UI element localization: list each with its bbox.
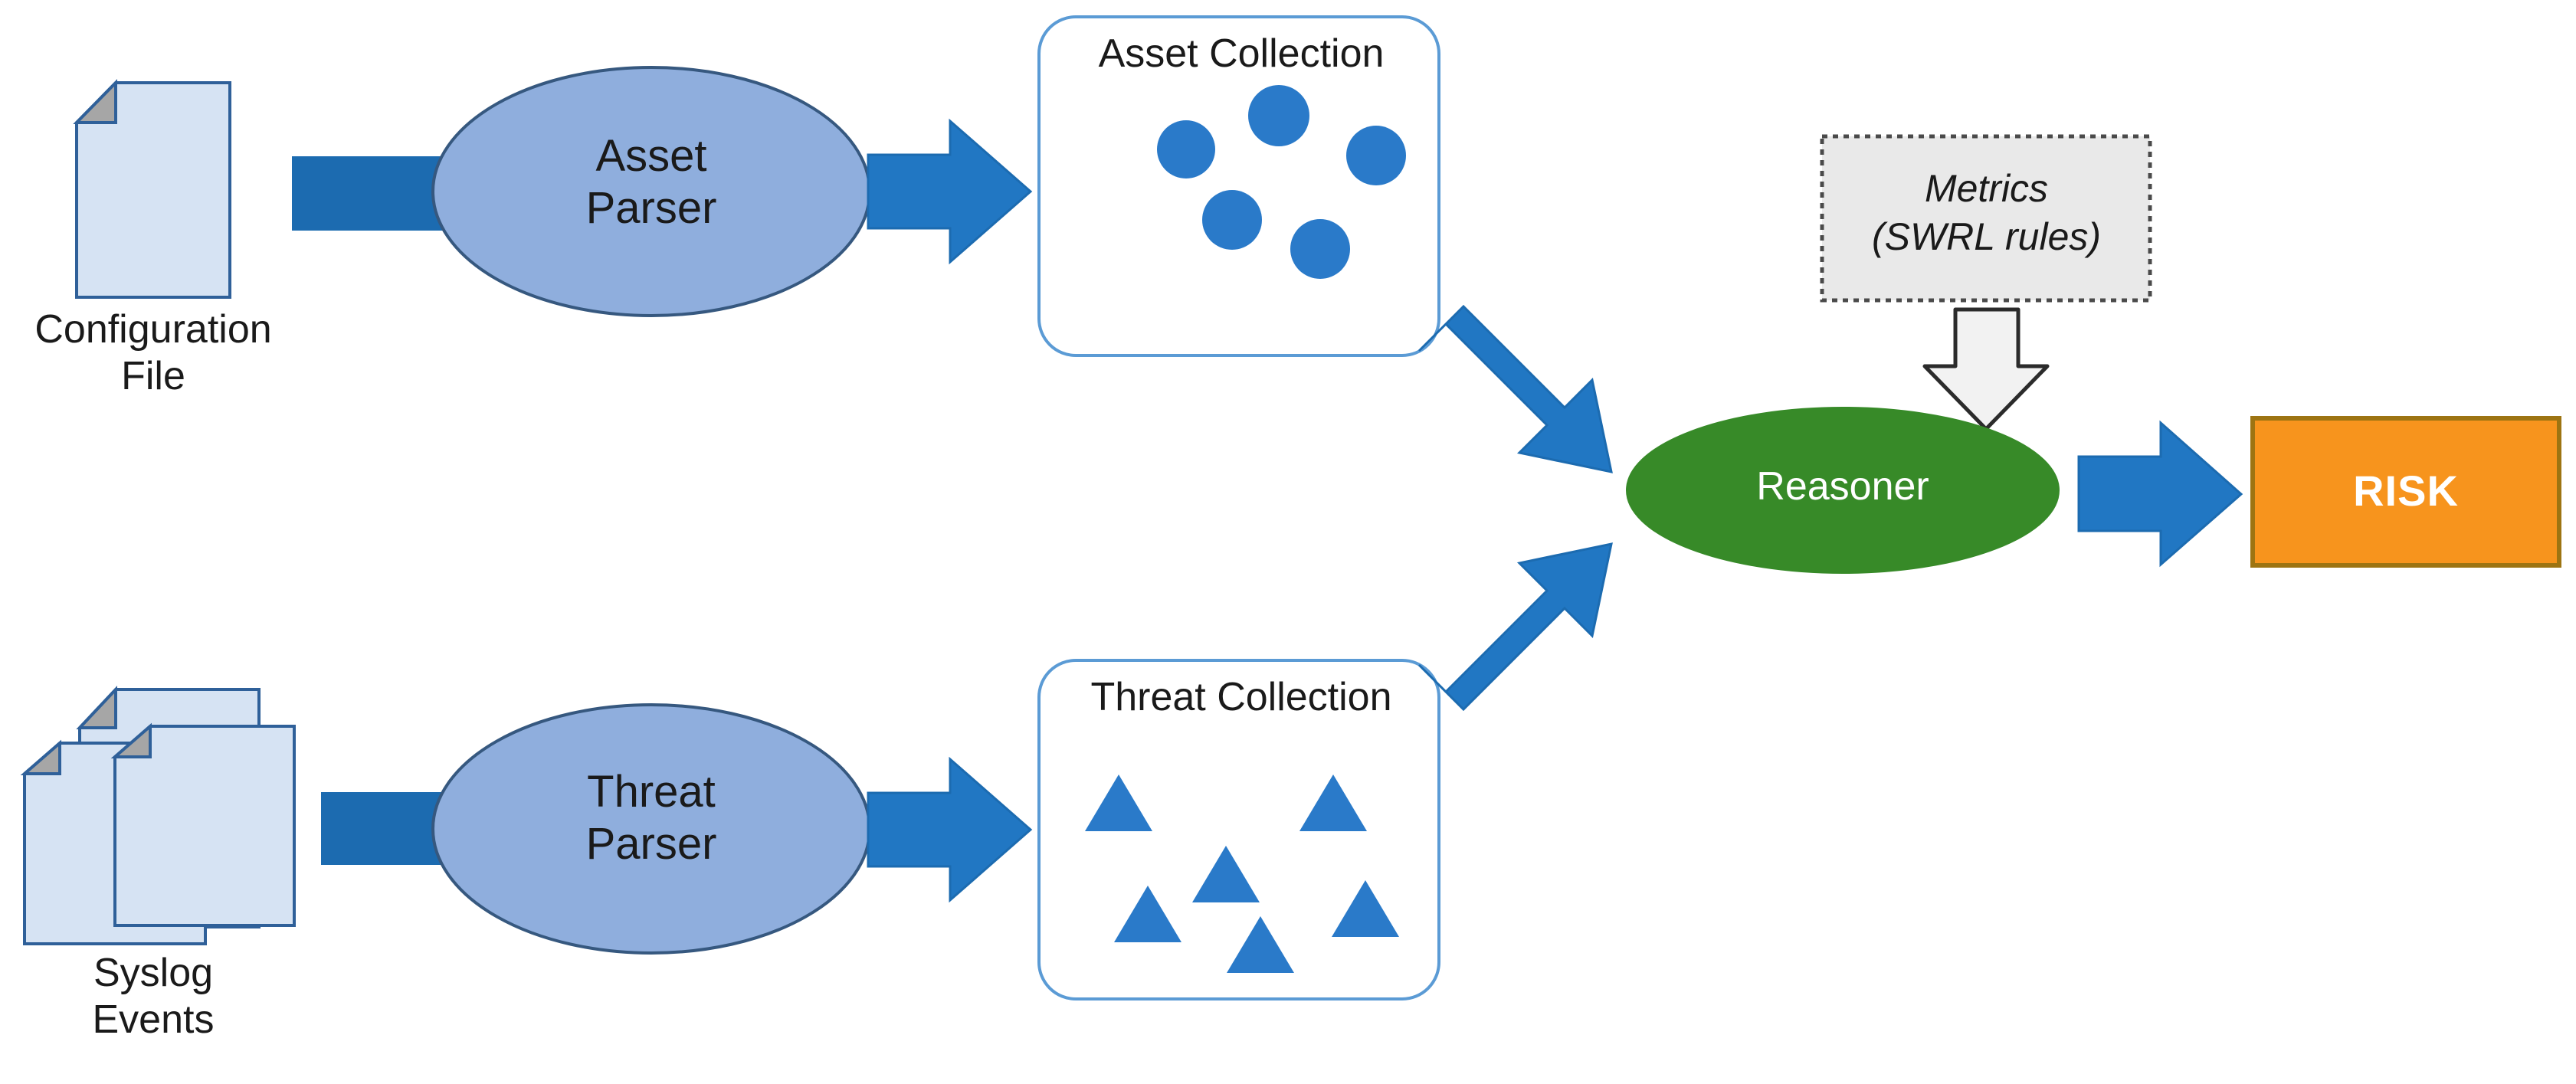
threat-triangle: [1332, 880, 1399, 937]
threat-parser-label: Threat Parser: [585, 767, 717, 869]
asset-collection-label: Asset Collection: [1098, 31, 1385, 76]
arrow-right-icon: [867, 118, 1033, 265]
threat-triangle: [1227, 916, 1294, 973]
arrow-right-icon: [321, 792, 445, 865]
configuration-file-label: Configuration File: [34, 307, 272, 399]
arrow-right-icon: [867, 756, 1033, 903]
threat-triangle: [1114, 886, 1181, 942]
asset-items: [1157, 85, 1406, 279]
arrow-up-right-icon: [1417, 542, 1613, 712]
threat-triangle: [1192, 846, 1260, 902]
threat-collection-label: Threat Collection: [1090, 675, 1392, 719]
risk-label: RISK: [2353, 467, 2459, 515]
asset-circle: [1157, 120, 1215, 178]
threat-items: [1085, 775, 1399, 973]
arrow-right-icon: [292, 156, 445, 231]
document-icon: [73, 79, 231, 299]
asset-parser-label: Asset Parser: [585, 131, 717, 234]
threat-triangle: [1085, 775, 1152, 831]
reasoner-label: Reasoner: [1756, 464, 1929, 509]
syslog-events-label: Syslog Events: [92, 951, 215, 1043]
risk-box[interactable]: [2250, 416, 2561, 568]
asset-circle: [1290, 219, 1350, 279]
asset-circle: [1248, 85, 1309, 146]
reasoner-shape[interactable]: [1626, 407, 2060, 574]
stacked-documents-icon: [20, 685, 296, 945]
asset-circle: [1346, 126, 1406, 185]
metrics-label: Metrics (SWRL rules): [1871, 167, 2102, 258]
threat-triangle: [1299, 775, 1367, 831]
asset-circle: [1202, 190, 1262, 250]
arrow-right-icon: [2077, 420, 2243, 568]
arrow-down-right-icon: [1417, 304, 1613, 473]
metrics-box[interactable]: [1820, 134, 2152, 303]
arrow-down-outline-icon: [1922, 307, 2050, 431]
